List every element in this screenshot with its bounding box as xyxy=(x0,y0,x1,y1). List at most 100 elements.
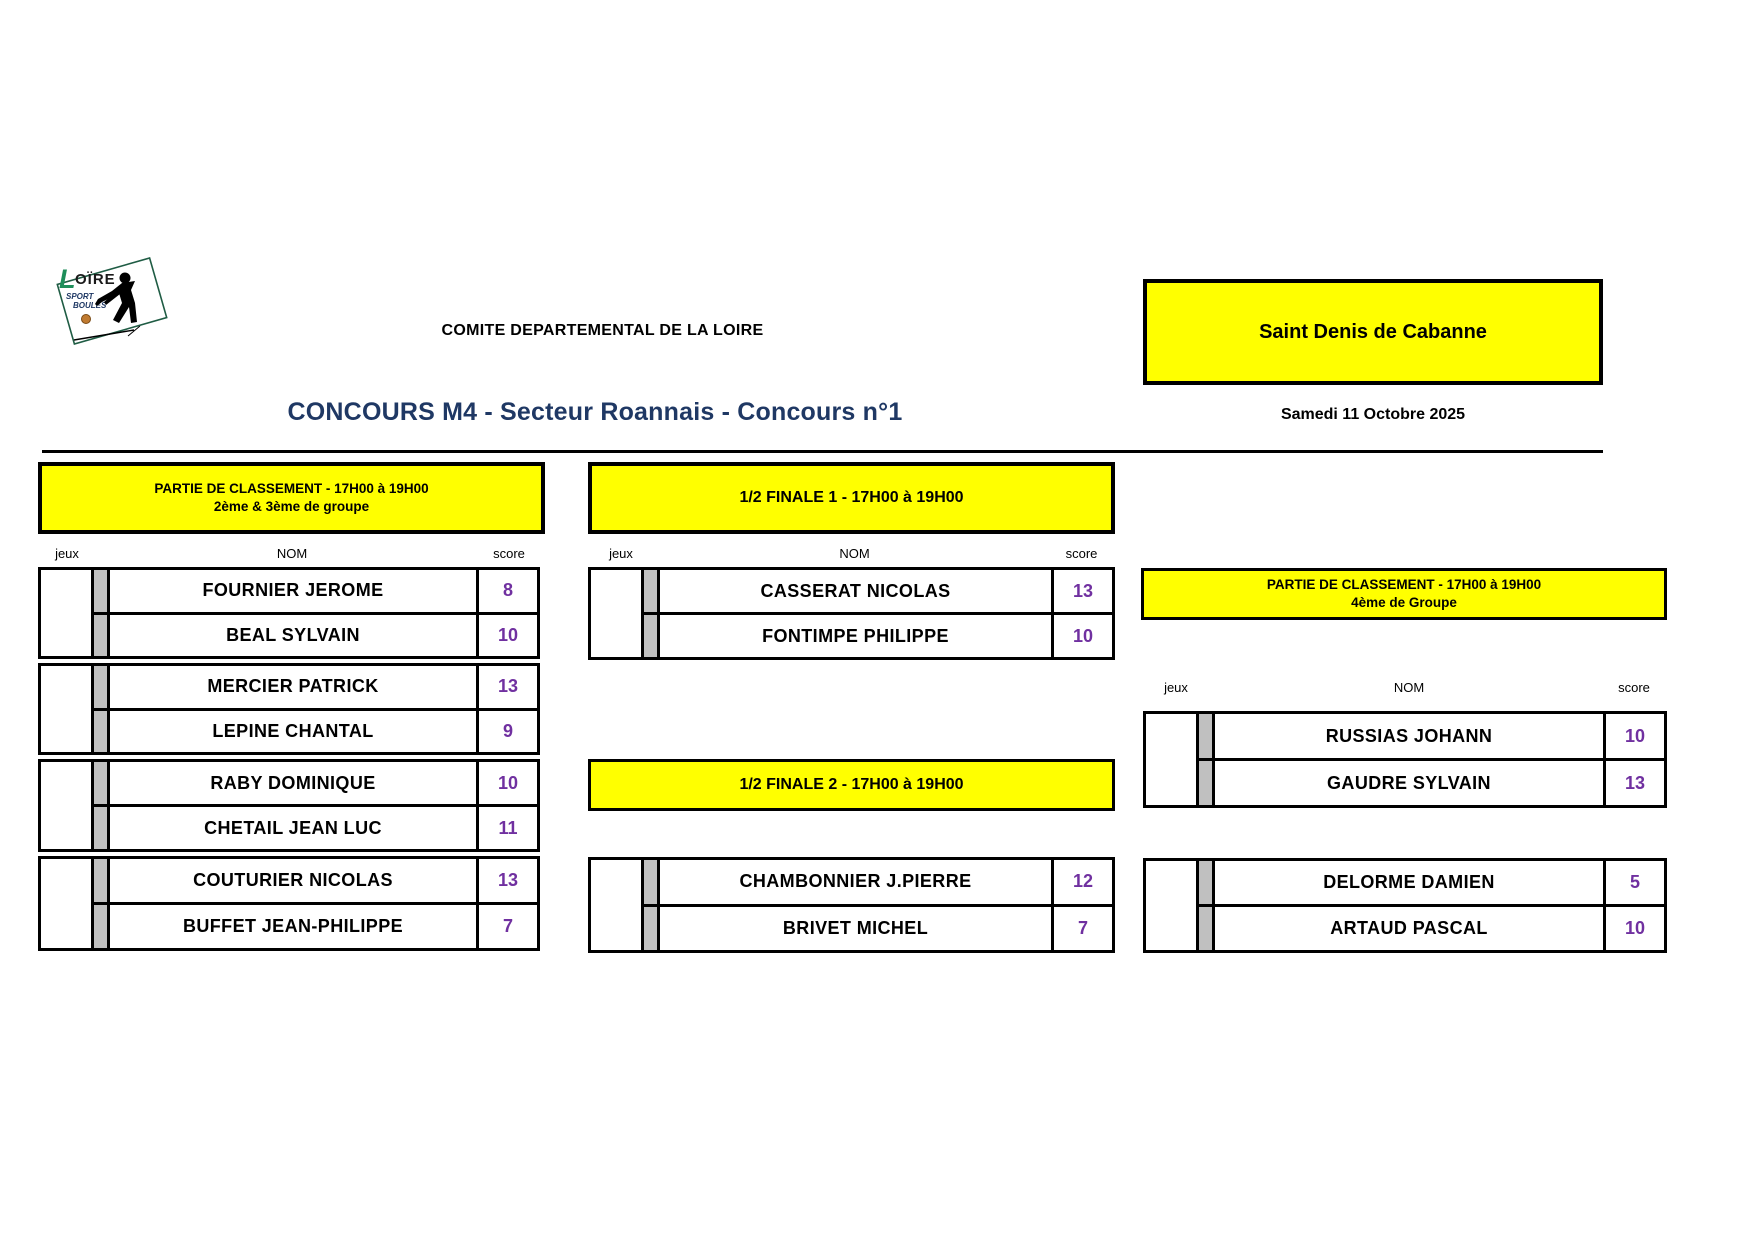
player-score: 10 xyxy=(1624,725,1646,746)
player-row: CHAMBONNIER J.PIERRE 12 xyxy=(644,860,1112,904)
player-row: ARTAUD PASCAL 10 xyxy=(1199,904,1664,950)
player-name: GAUDRE SYLVAIN xyxy=(1215,761,1606,805)
row-strip xyxy=(1199,714,1215,758)
jeux-cell xyxy=(591,570,644,657)
player-score: 13 xyxy=(1624,772,1646,793)
event-date: Samedi 11 Octobre 2025 xyxy=(1280,406,1466,423)
player-row: GAUDRE SYLVAIN 13 xyxy=(1199,758,1664,805)
player-score: 10 xyxy=(497,772,519,793)
player-score: 8 xyxy=(502,580,513,601)
player-row: COUTURIER NICOLAS 13 xyxy=(94,859,537,902)
section-header-classement-4: PARTIE DE CLASSEMENT - 17H00 à 19H00 4èm… xyxy=(1141,568,1667,620)
column-label-jeux: jeux xyxy=(1164,680,1188,695)
player-row: CHETAIL JEAN LUC 11 xyxy=(94,804,537,849)
row-strip xyxy=(644,906,660,950)
section-header-text: 1/2 FINALE 1 - 17H00 à 19H00 xyxy=(739,489,964,506)
player-score: 13 xyxy=(497,676,519,697)
player-score: 13 xyxy=(1072,580,1094,601)
club-logo: L OÏRE SPORT BOULES xyxy=(48,248,173,356)
player-score: 7 xyxy=(502,916,513,936)
player-score: 12 xyxy=(1072,871,1094,892)
player-name: CASSERAT NICOLAS xyxy=(660,570,1054,612)
player-row: LEPINE CHANTAL 9 xyxy=(94,707,537,752)
match-table: RABY DOMINIQUE 10 CHETAIL JEAN LUC 11 xyxy=(38,759,540,852)
column-label-nom: NOM xyxy=(276,546,308,561)
logo-boules-text: BOULES xyxy=(73,301,107,310)
row-strip xyxy=(94,807,110,849)
section-header-demi-finale-1: 1/2 FINALE 1 - 17H00 à 19H00 xyxy=(588,462,1115,534)
logo-letter-l: L xyxy=(59,264,76,294)
jeux-cell xyxy=(1146,714,1199,805)
player-name: BRIVET MICHEL xyxy=(660,906,1054,950)
column-label-score: score xyxy=(1065,546,1098,561)
row-strip xyxy=(94,666,110,708)
match-table: DELORME DAMIEN 5 ARTAUD PASCAL 10 xyxy=(1143,858,1667,953)
row-strip xyxy=(94,710,110,752)
player-score: 11 xyxy=(498,817,518,838)
column-label-nom: NOM xyxy=(1393,680,1425,695)
player-row: DELORME DAMIEN 5 xyxy=(1199,861,1664,904)
jeux-cell xyxy=(41,570,94,656)
player-name: MERCIER PATRICK xyxy=(110,666,479,708)
player-name: CHETAIL JEAN LUC xyxy=(110,807,479,849)
player-row: RUSSIAS JOHANN 10 xyxy=(1199,714,1664,758)
player-name: CHAMBONNIER J.PIERRE xyxy=(660,860,1054,904)
match-table: CASSERAT NICOLAS 13 FONTIMPE PHILIPPE 10 xyxy=(588,567,1115,660)
match-table: MERCIER PATRICK 13 LEPINE CHANTAL 9 xyxy=(38,663,540,755)
jeux-cell xyxy=(41,666,94,752)
committee-title: COMITE DEPARTEMENTAL DE LA LOIRE xyxy=(441,322,764,339)
venue-name: Saint Denis de Cabanne xyxy=(1259,320,1487,343)
logo-frame xyxy=(56,256,168,346)
player-name: ARTAUD PASCAL xyxy=(1215,907,1606,950)
player-silhouette-icon xyxy=(95,272,137,323)
venue-box: Saint Denis de Cabanne xyxy=(1143,279,1603,385)
row-strip xyxy=(94,859,110,902)
match-table: FOURNIER JEROME 8 BEAL SYLVAIN 10 xyxy=(38,567,540,659)
section-header-demi-finale-2: 1/2 FINALE 2 - 17H00 à 19H00 xyxy=(588,759,1115,811)
player-row: BUFFET JEAN-PHILIPPE 7 xyxy=(94,902,537,948)
section-header-text: 1/2 FINALE 2 - 17H00 à 19H00 xyxy=(739,776,964,793)
player-score: 10 xyxy=(1624,918,1646,938)
row-strip xyxy=(94,614,110,656)
match-table: COUTURIER NICOLAS 13 BUFFET JEAN-PHILIPP… xyxy=(38,856,540,951)
logo-sport-text: SPORT xyxy=(66,292,95,301)
page-title: CONCOURS M4 - Secteur Roannais - Concour… xyxy=(287,398,903,426)
player-name: BUFFET JEAN-PHILIPPE xyxy=(110,905,479,948)
player-name: FONTIMPE PHILIPPE xyxy=(660,615,1054,657)
section-header-line2: 4ème de Groupe xyxy=(1351,595,1457,610)
player-row: FOURNIER JEROME 8 xyxy=(94,570,537,612)
row-strip xyxy=(644,570,660,612)
player-name: RUSSIAS JOHANN xyxy=(1215,714,1606,758)
header-divider xyxy=(42,450,1603,453)
player-row: BEAL SYLVAIN 10 xyxy=(94,611,537,656)
column-label-score: score xyxy=(493,546,525,561)
player-score: 9 xyxy=(502,720,513,741)
row-strip xyxy=(1199,861,1215,904)
section-header-line1: PARTIE DE CLASSEMENT - 17H00 à 19H00 xyxy=(154,481,429,496)
player-row: CASSERAT NICOLAS 13 xyxy=(644,570,1112,612)
logo-ground-line xyxy=(73,329,135,341)
jeux-cell xyxy=(41,859,94,948)
player-score: 13 xyxy=(497,870,519,890)
player-name: LEPINE CHANTAL xyxy=(110,710,479,752)
player-score: 7 xyxy=(1077,917,1088,938)
jeux-cell xyxy=(591,860,644,950)
section-header-line1: PARTIE DE CLASSEMENT - 17H00 à 19H00 xyxy=(1266,577,1542,592)
column-label-jeux: jeux xyxy=(609,546,633,561)
player-row: BRIVET MICHEL 7 xyxy=(644,903,1112,950)
logo-ground-mark xyxy=(127,325,141,337)
player-row: RABY DOMINIQUE 10 xyxy=(94,762,537,804)
player-name: DELORME DAMIEN xyxy=(1215,861,1606,904)
row-strip xyxy=(1199,761,1215,805)
row-strip xyxy=(644,860,660,904)
row-strip xyxy=(1199,907,1215,950)
player-score: 10 xyxy=(497,624,519,645)
player-name: COUTURIER NICOLAS xyxy=(110,859,479,902)
column-label-score: score xyxy=(1618,680,1650,695)
row-strip xyxy=(94,762,110,804)
match-table: CHAMBONNIER J.PIERRE 12 BRIVET MICHEL 7 xyxy=(588,857,1115,953)
player-row: MERCIER PATRICK 13 xyxy=(94,666,537,708)
column-label-jeux: jeux xyxy=(55,546,79,561)
loire-sport-boules-logo: L OÏRE SPORT BOULES xyxy=(56,256,168,346)
